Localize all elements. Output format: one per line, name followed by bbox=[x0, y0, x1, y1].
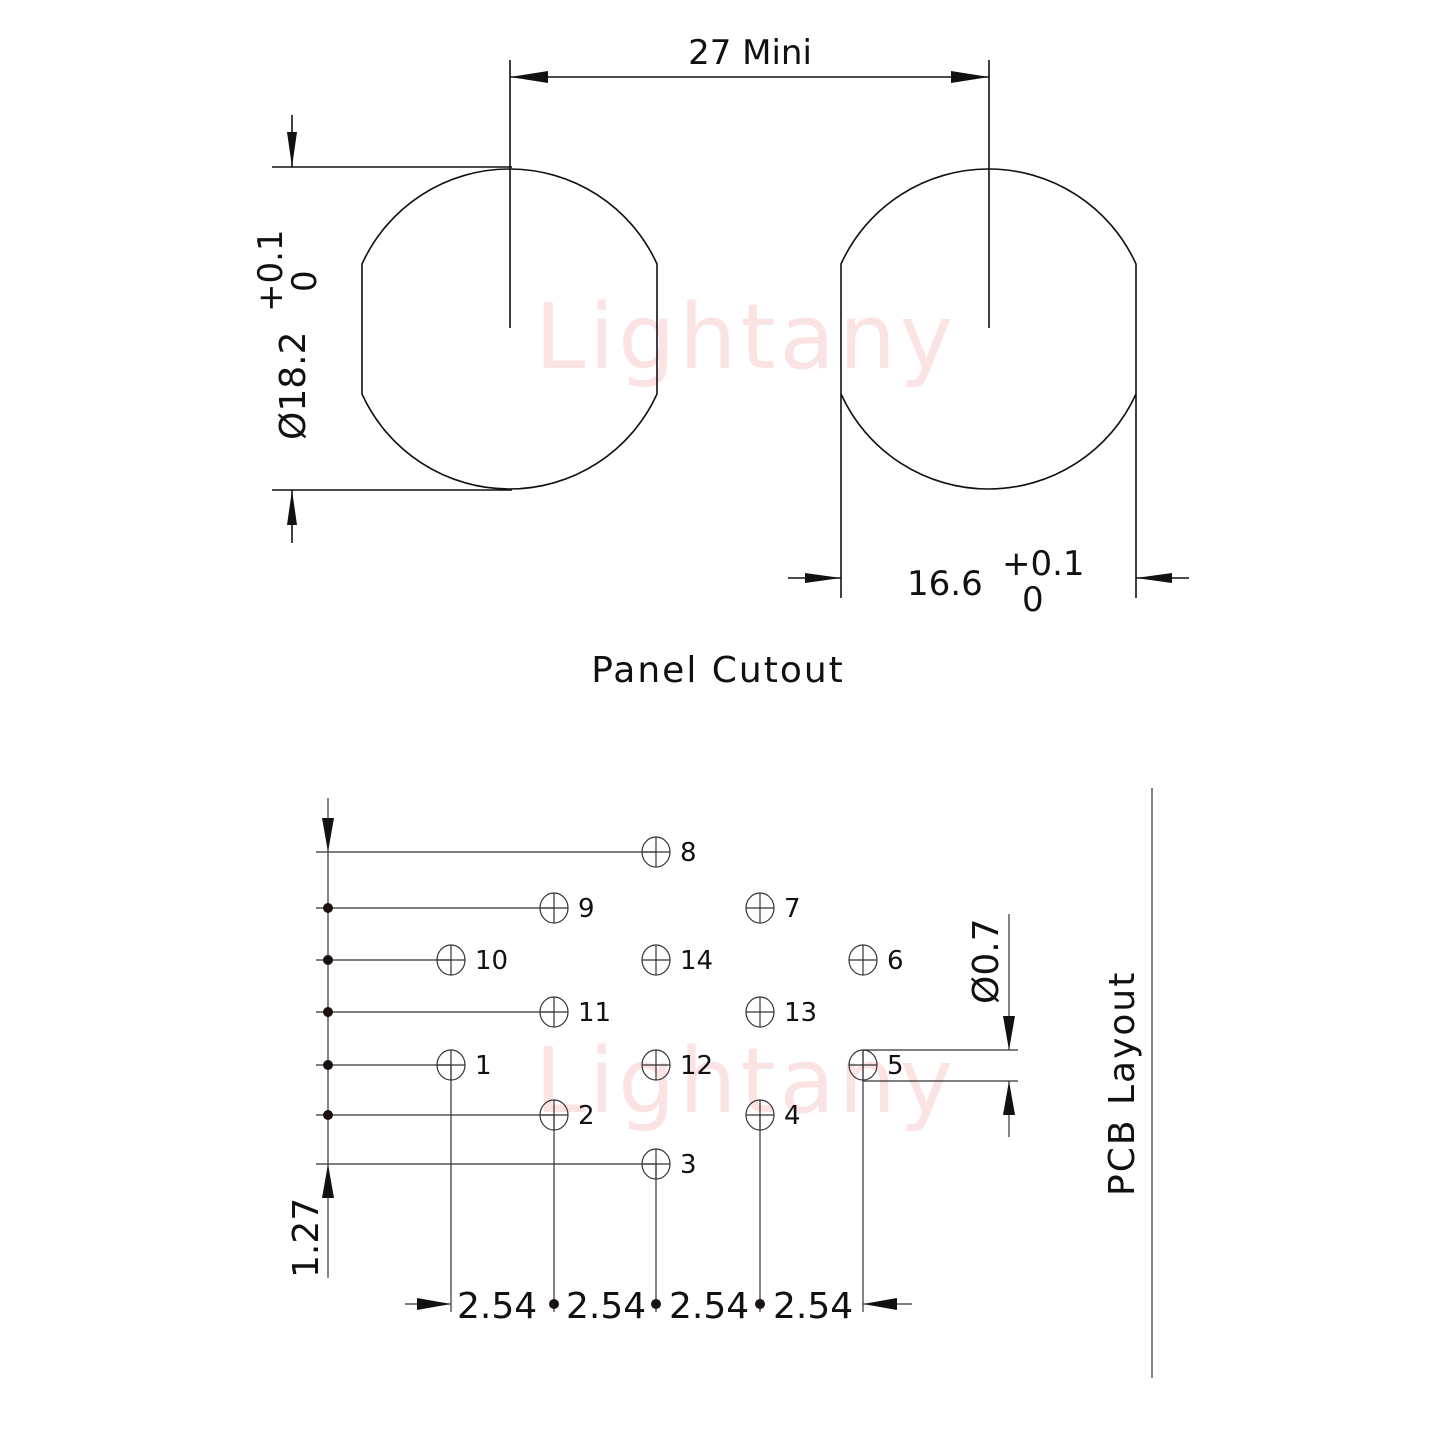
col-pitch-label: 2.54 bbox=[457, 1286, 537, 1327]
pin-label: 5 bbox=[887, 1051, 904, 1081]
pin-1: 1 bbox=[436, 1049, 492, 1081]
flat-tol-lower: 0 bbox=[1022, 580, 1044, 620]
pin-12: 12 bbox=[641, 1049, 713, 1081]
pin-13: 13 bbox=[745, 996, 817, 1028]
diameter-tol-upper: +0.1 bbox=[251, 229, 291, 312]
pin-label: 3 bbox=[680, 1150, 697, 1180]
pin-label: 13 bbox=[784, 998, 817, 1028]
panel-cutout-title: Panel Cutout bbox=[591, 650, 845, 691]
row-pitch-label: 1.27 bbox=[286, 1198, 327, 1278]
arrow-up-icon bbox=[287, 490, 297, 525]
arrow-left-icon bbox=[863, 1298, 897, 1310]
pin-label: 10 bbox=[475, 946, 508, 976]
arrow-right-icon bbox=[417, 1298, 451, 1310]
dim-dot bbox=[323, 1110, 333, 1120]
arrow-left-icon bbox=[1136, 573, 1172, 583]
dim-dot bbox=[755, 1299, 765, 1309]
pin-label: 12 bbox=[680, 1051, 713, 1081]
pin-3: 3 bbox=[641, 1148, 697, 1180]
pin-4: 4 bbox=[745, 1099, 801, 1131]
pin-label: 8 bbox=[680, 838, 697, 868]
pin-9: 9 bbox=[539, 892, 595, 924]
pin-label: 9 bbox=[578, 894, 595, 924]
dim-dot bbox=[323, 955, 333, 965]
diameter-tol-lower: 0 bbox=[285, 270, 325, 292]
pcb-layout-title: PCB Layout bbox=[1102, 971, 1143, 1196]
pin-10: 10 bbox=[436, 944, 508, 976]
pin-6: 6 bbox=[848, 944, 904, 976]
pin-2: 2 bbox=[539, 1099, 595, 1131]
col-pitch-label: 2.54 bbox=[566, 1286, 646, 1327]
dim-dot bbox=[323, 903, 333, 913]
arrow-left-icon bbox=[510, 71, 548, 83]
panel-cutout: 27 Mini Ø18.2 +0.1 0 16.6 +0.1 0 Pan bbox=[251, 33, 1189, 691]
dim-dot bbox=[323, 1060, 333, 1070]
dim-dot bbox=[549, 1299, 559, 1309]
arrow-up-icon bbox=[322, 1164, 334, 1198]
arrow-down-icon bbox=[1003, 1016, 1015, 1050]
flat-width-label: 16.6 bbox=[907, 564, 983, 604]
pin-11: 11 bbox=[539, 996, 611, 1028]
col-pitch-label: 2.54 bbox=[773, 1286, 853, 1327]
col-pitch-label: 2.54 bbox=[669, 1286, 749, 1327]
pin-label: 7 bbox=[784, 894, 801, 924]
pin-8: 8 bbox=[641, 836, 697, 868]
pin-label: 1 bbox=[475, 1051, 492, 1081]
arrow-right-icon bbox=[951, 71, 989, 83]
arrow-right-icon bbox=[805, 573, 841, 583]
pin-label: 2 bbox=[578, 1101, 595, 1131]
pin-5: 5 bbox=[848, 1049, 904, 1081]
pcb-layout: 1.27 2.54 2.54 2.54 2.54 bbox=[286, 788, 1153, 1378]
pin-14: 14 bbox=[641, 944, 713, 976]
hole-diameter-label: Ø0.7 bbox=[966, 918, 1007, 1004]
watermark-top: Lightany bbox=[535, 285, 957, 390]
arrow-down-icon bbox=[322, 818, 334, 852]
pin-label: 14 bbox=[680, 946, 713, 976]
arrow-up-icon bbox=[1003, 1081, 1015, 1115]
left-cutout-shape bbox=[361, 168, 658, 490]
dim-dot bbox=[651, 1299, 661, 1309]
pin-7: 7 bbox=[745, 892, 801, 924]
flat-tol-upper: +0.1 bbox=[1002, 544, 1085, 584]
pin-label: 11 bbox=[578, 998, 611, 1028]
arrow-down-icon bbox=[287, 132, 297, 167]
pin-label: 6 bbox=[887, 946, 904, 976]
diameter-label: Ø18.2 bbox=[273, 332, 314, 441]
pin-label: 4 bbox=[784, 1101, 801, 1131]
dim-dot bbox=[323, 1007, 333, 1017]
spacing-label: 27 Mini bbox=[688, 33, 812, 73]
